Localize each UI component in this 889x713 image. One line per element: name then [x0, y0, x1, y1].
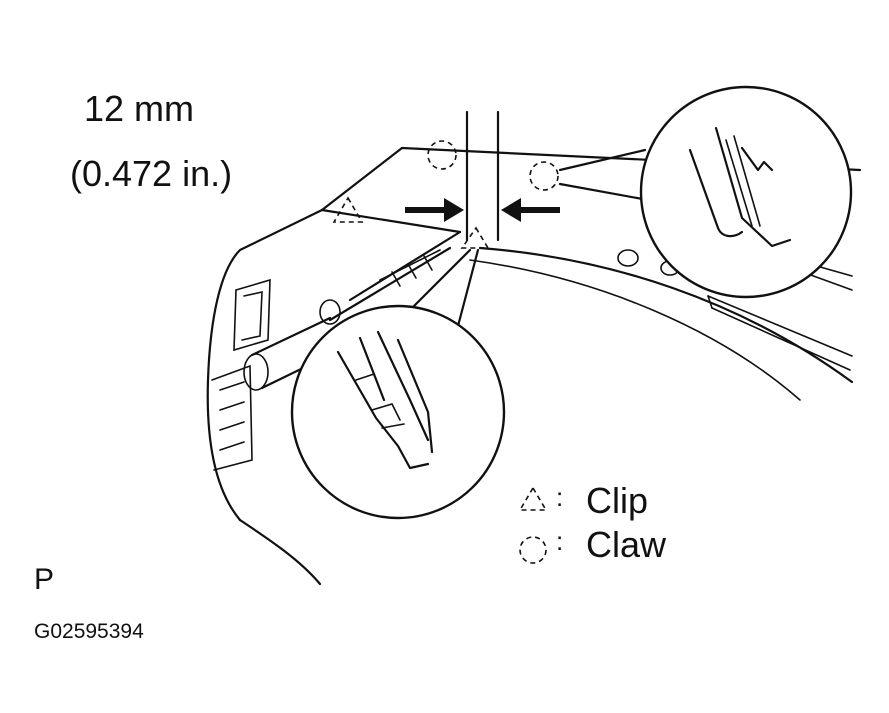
- clip-detail-callout: [290, 248, 506, 520]
- claw-marker-2: [529, 161, 559, 191]
- claw-detail-callout: [558, 85, 853, 299]
- dimension-metric: 12 mm: [84, 88, 195, 129]
- legend-separator-claw: :: [556, 526, 564, 556]
- claw-legend-icon: [519, 536, 547, 564]
- claw-marker-1: [427, 140, 457, 170]
- legend-clip-label: Clip: [586, 480, 649, 521]
- vent-housing: [206, 208, 462, 586]
- figure-code: G02595394: [34, 620, 144, 643]
- dimension-guides: [405, 110, 560, 242]
- legend-symbols: [518, 486, 548, 564]
- clip-legend-icon: [518, 486, 548, 511]
- view-marker: P: [34, 563, 55, 596]
- legend-claw-label: Claw: [586, 524, 667, 565]
- clip-marker-1: [332, 196, 364, 223]
- clip-marker-2: [460, 226, 490, 249]
- legend-separator-clip: :: [556, 482, 564, 512]
- dimension-imperial: (0.472 in.): [70, 153, 233, 194]
